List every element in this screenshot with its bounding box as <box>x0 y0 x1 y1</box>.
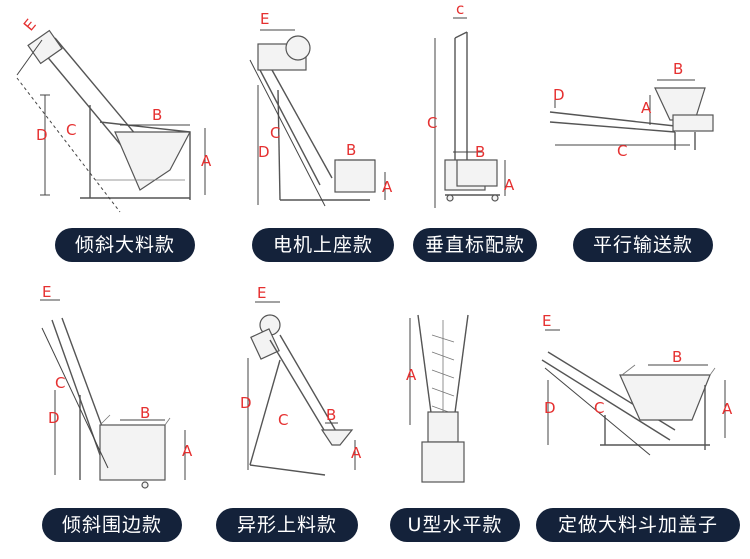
variant-incline-enclosed: E C D B A 倾斜围边款 <box>0 280 200 542</box>
dim-label-a: A <box>406 366 417 384</box>
dim-label-c: C <box>617 142 627 160</box>
u-trough-horizontal-drawing: A <box>406 314 469 483</box>
variant-label: 电机上座款 <box>252 228 394 262</box>
dim-label-a: A <box>382 178 393 196</box>
dim-label-c-small: c <box>456 0 464 18</box>
dim-label-d: D <box>258 143 270 161</box>
dim-label-e: E <box>260 10 269 28</box>
dim-label-d: D <box>48 409 60 427</box>
dim-label-c: C <box>594 399 604 417</box>
dim-label-a: A <box>722 400 733 418</box>
dim-label-d: D <box>240 394 252 412</box>
dim-label-c: C <box>278 411 288 429</box>
incline-large-hopper-drawing: E B C D A <box>16 16 212 213</box>
dim-label-c: C <box>55 374 65 392</box>
variant-label: U型水平款 <box>390 508 520 542</box>
dim-label-d: D <box>544 399 556 417</box>
incline-enclosed-drawing: E C D B A <box>40 283 193 489</box>
dim-label-b: B <box>152 106 162 124</box>
variant-u-trough-horizontal: A U型水平款 <box>390 280 530 542</box>
dim-label-b: B <box>673 60 683 78</box>
variant-custom-large-hopper-lid: E B D C A 定做大料斗加盖子 <box>530 280 750 542</box>
dim-label-b: B <box>346 141 356 159</box>
dim-label-d: D <box>553 86 565 104</box>
vertical-standard-drawing: c C B A <box>427 0 515 208</box>
variant-top-motor: E C D B A 电机上座款 <box>210 0 400 262</box>
dim-label-c: C <box>427 114 437 132</box>
dim-label-a: A <box>182 442 193 460</box>
dim-label-a: A <box>351 444 362 462</box>
dim-label-d: D <box>36 126 48 144</box>
dim-label-b: B <box>140 404 150 422</box>
variant-label: 定做大料斗加盖子 <box>536 508 740 542</box>
dim-label-b: B <box>672 348 682 366</box>
variant-label: 垂直标配款 <box>413 228 537 262</box>
special-shape-drawing: E D C B A <box>240 284 362 476</box>
variant-horizontal-conveying: B D A C 平行输送款 <box>545 0 750 262</box>
dim-label-a: A <box>641 99 652 117</box>
dim-label-a: A <box>201 152 212 170</box>
dim-label-a: A <box>504 176 515 194</box>
dim-label-e: E <box>42 283 51 301</box>
variant-label: 倾斜围边款 <box>42 508 182 542</box>
dim-label-c: C <box>66 121 76 139</box>
variant-label: 倾斜大料款 <box>55 228 195 262</box>
dim-label-e: E <box>542 312 551 330</box>
variant-label: 平行输送款 <box>573 228 713 262</box>
dim-label-b: B <box>326 406 336 424</box>
variant-special-shape: E D C B A 异形上料款 <box>210 280 380 542</box>
horizontal-conveying-drawing: B D A C <box>549 60 714 160</box>
dim-label-c: C <box>270 124 280 142</box>
dim-label-e: E <box>257 284 266 302</box>
variant-incline-large-hopper: E B C D A 倾斜大料款 <box>0 0 212 262</box>
variant-vertical-standard: c C B A 垂直标配款 <box>405 0 545 262</box>
top-motor-drawing: E C D B A <box>249 10 393 207</box>
dim-label-e: E <box>20 16 40 35</box>
custom-large-hopper-lid-drawing: E B D C A <box>541 312 733 456</box>
dim-label-b: B <box>475 143 485 161</box>
variant-label: 异形上料款 <box>216 508 358 542</box>
